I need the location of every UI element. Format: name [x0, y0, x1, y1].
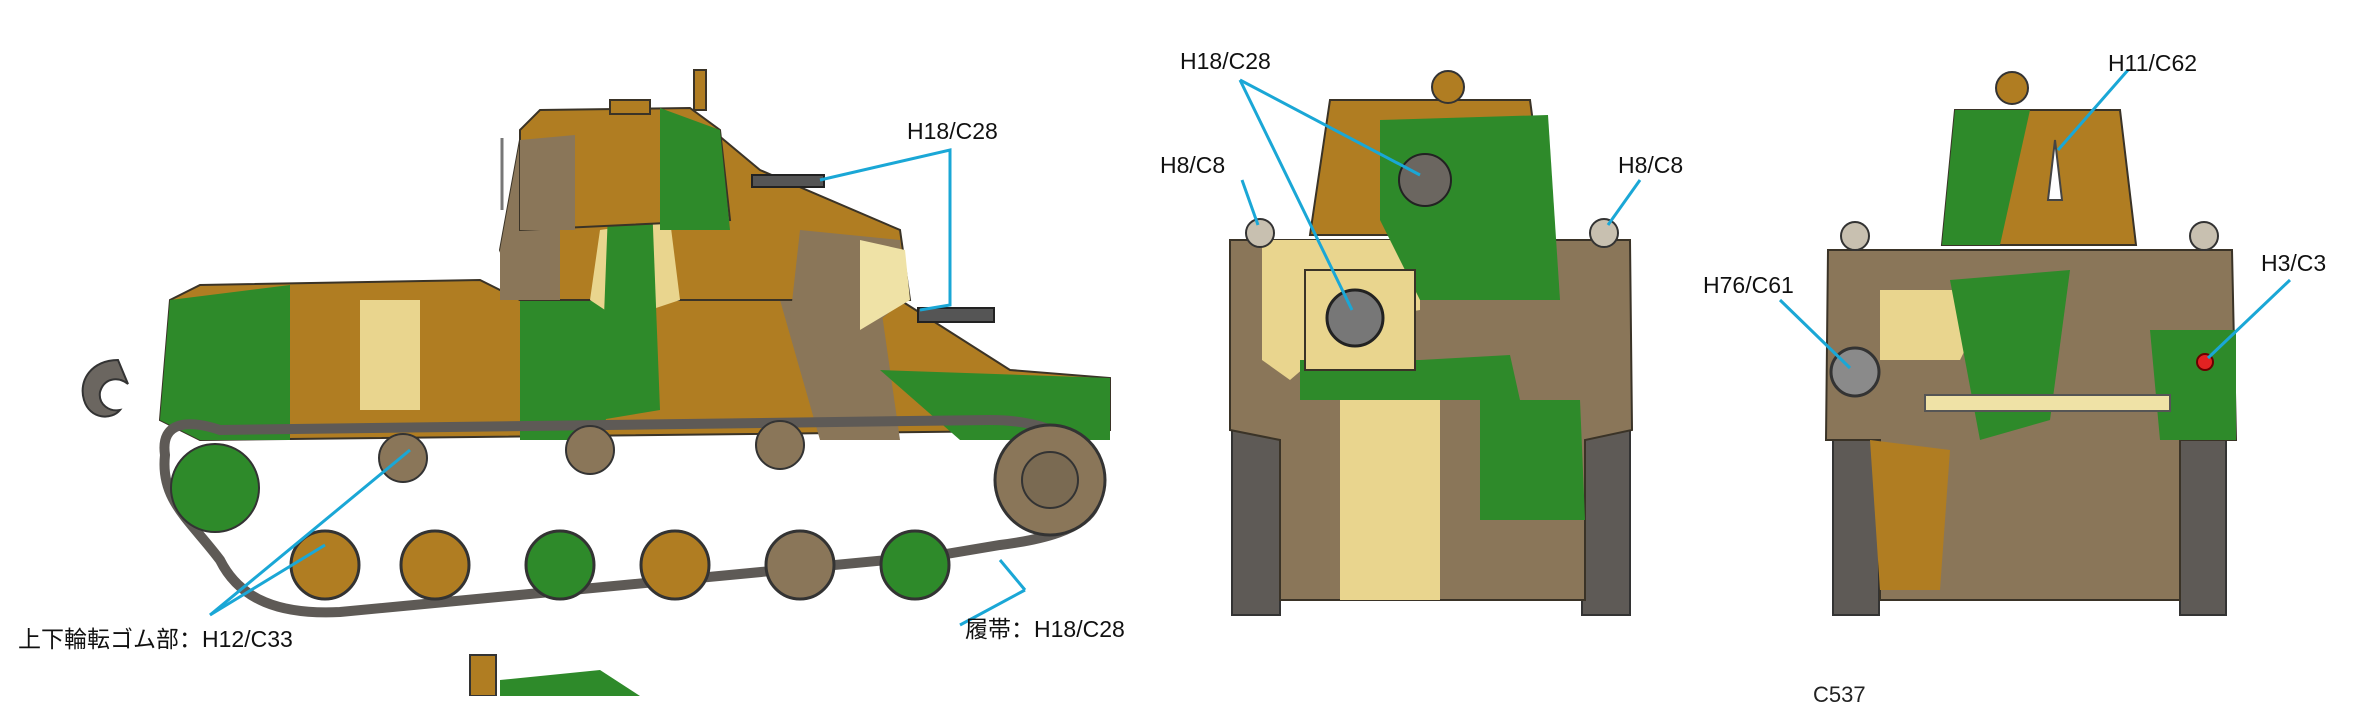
tank-front-view [1229, 70, 1642, 616]
tow-hook [81, 358, 129, 418]
front-right-light [1589, 218, 1619, 248]
turret-mg [751, 174, 825, 188]
front-turret-port [1398, 153, 1452, 207]
road-wheels [289, 529, 951, 601]
cut-text: C537 [1813, 682, 1866, 707]
label-rear-exhaust: H76/C61 [1703, 272, 1794, 298]
partial-tank-bottom [469, 654, 640, 696]
label-rear-tail-light: H3/C3 [2261, 250, 2327, 276]
tank-side-view [81, 69, 1111, 627]
label-side-turret-mg: H18/C28 [907, 118, 998, 144]
rear-right-track [2179, 409, 2227, 616]
front-hull-mg [1325, 288, 1385, 348]
label-front-turret: H18/C28 [1180, 48, 1271, 74]
hull-gun [917, 307, 995, 323]
front-left-light [1245, 218, 1275, 248]
tank-rear-view [1778, 69, 2292, 616]
label-side-tracks: 履帯：H18/C28 [965, 616, 1125, 642]
rear-antenna [2046, 139, 2064, 201]
label-front-left-light: H8/C8 [1160, 152, 1226, 178]
label-side-road-wheels: 上下輪転ゴム部：H12/C33 [18, 626, 293, 652]
label-rear-antenna: H11/C62 [2108, 50, 2198, 76]
label-front-right-light: H8/C8 [1618, 152, 1684, 178]
